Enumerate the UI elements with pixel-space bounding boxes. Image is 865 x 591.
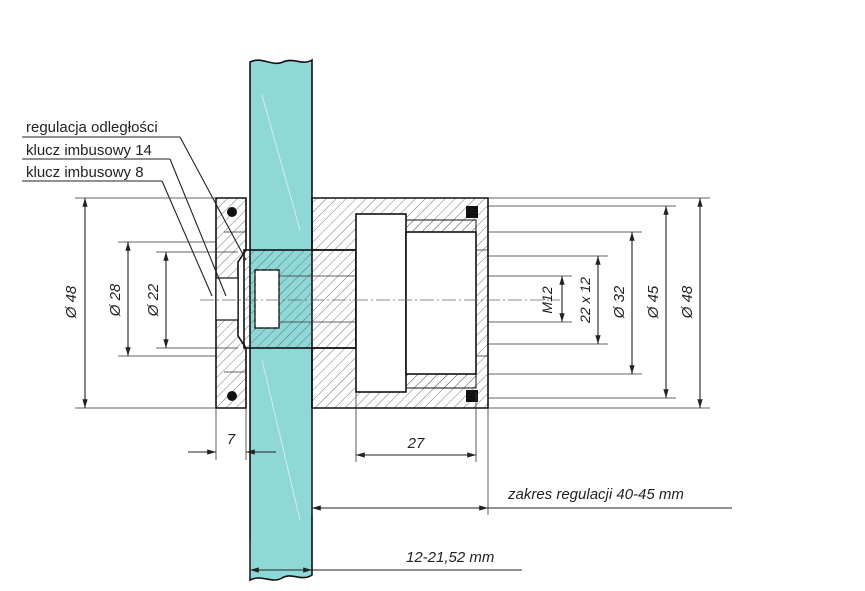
shaft bbox=[243, 249, 357, 349]
callout-leaders bbox=[22, 136, 247, 297]
dim-d22: Ø 22 bbox=[145, 283, 162, 317]
dim-adjustment-range: zakres regulacji 40-45 mm bbox=[507, 486, 684, 503]
right-dimension-lines bbox=[488, 197, 710, 409]
dim-left-d48: Ø 48 bbox=[63, 285, 80, 319]
dim-d28: Ø 28 bbox=[107, 283, 124, 317]
dim-22x12: 22 x 12 bbox=[577, 277, 593, 324]
callout-distance-adjustment: regulacja odległości bbox=[26, 119, 158, 136]
dim-m12: M12 bbox=[539, 286, 555, 313]
dim-right-d48: Ø 48 bbox=[679, 285, 696, 319]
horizontal-dimension-lines bbox=[188, 392, 732, 578]
left-dimension-lines bbox=[75, 197, 238, 409]
rear-body bbox=[311, 197, 489, 409]
dim-d45: Ø 45 bbox=[645, 285, 662, 319]
callout-hex-key-8: klucz imbusowy 8 bbox=[26, 164, 144, 181]
front-cap bbox=[215, 197, 247, 409]
dim-glass-thickness: 12-21,52 mm bbox=[406, 549, 494, 566]
callout-hex-key-14: klucz imbusowy 14 bbox=[26, 142, 152, 159]
dim-d32: Ø 32 bbox=[611, 285, 628, 319]
dim-width-7: 7 bbox=[227, 431, 236, 448]
dim-width-27: 27 bbox=[407, 435, 425, 452]
